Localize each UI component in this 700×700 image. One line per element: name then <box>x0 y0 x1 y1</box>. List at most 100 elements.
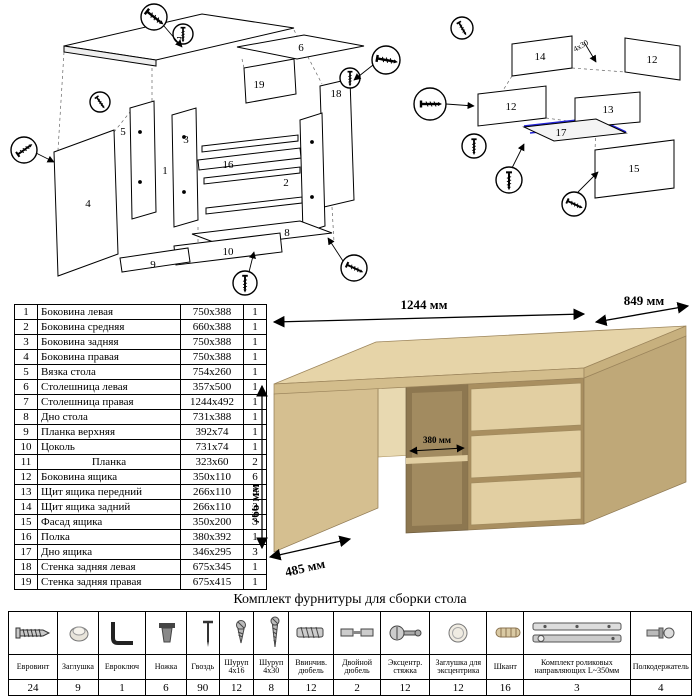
hardware-qty: 12 <box>380 679 431 696</box>
part-label-1: 1 <box>162 165 168 177</box>
parts-cell-num: 17 <box>14 544 38 560</box>
wood-dowel-icon <box>495 627 521 638</box>
parts-cell-name: Боковина средняя <box>37 319 181 335</box>
drawer-front-top[interactable] <box>470 382 582 432</box>
parts-cell-num: 7 <box>14 394 38 410</box>
parts-cell-name: Боковина левая <box>37 304 181 320</box>
part-label-5: 5 <box>120 126 126 138</box>
parts-cell-name: Цоколь <box>37 439 181 455</box>
part-label-7: 7 <box>176 35 182 47</box>
parts-cell-name: Столешница правая <box>37 394 181 410</box>
exploded-view-desk: 7 6 19 18 5 3 1 16 2 4 10 8 9 <box>10 3 401 296</box>
desk-shelf-niche <box>405 383 469 534</box>
dimension-front-label: 485 мм <box>284 556 327 580</box>
hardware-icon-cell <box>144 611 187 655</box>
part-label-4: 4 <box>85 198 91 210</box>
parts-cell-name: Боковина правая <box>37 349 181 365</box>
parts-cell-name: Боковина ящика <box>37 469 181 485</box>
hardware-qty: 1 <box>97 679 146 696</box>
parts-cell-name: Вязка стола <box>37 364 181 380</box>
desk-drawer-cabinet <box>467 335 687 531</box>
parts-cell-size: 750x388 <box>180 304 244 320</box>
parts-cell-size: 675x415 <box>180 574 244 590</box>
hardware-qty: 2 <box>333 679 382 696</box>
part-label-17: 17 <box>556 127 568 139</box>
foot-icon <box>158 623 175 643</box>
parts-cell-num: 19 <box>14 574 38 590</box>
parts-cell-num: 11 <box>14 454 38 470</box>
hardware-name: Комплект роликовых направляющих L~350мм <box>523 654 631 680</box>
part-label-10: 10 <box>223 246 235 258</box>
parts-cell-num: 5 <box>14 364 38 380</box>
parts-cell-size: 380x392 <box>180 529 244 545</box>
hardware-icon-cell <box>7 611 59 655</box>
screw-4x16-icon <box>235 620 246 644</box>
confirmat-screw-icon <box>15 627 51 639</box>
hardware-icon-cell <box>57 611 99 655</box>
callout-leaders <box>35 25 374 273</box>
parts-cell-num: 1 <box>14 304 38 320</box>
part-label-9: 9 <box>150 259 156 271</box>
hex-key-icon <box>110 622 133 645</box>
parts-cell-name: Планка <box>37 454 181 470</box>
dimension-shelf-label: 380 мм <box>423 435 451 445</box>
parts-cell-size: 357x500 <box>180 379 244 395</box>
drawer-front-bottom[interactable] <box>470 476 582 526</box>
desk-illustration: 1244 мм 849 мм 766 мм 485 мм 380 мм <box>252 293 690 580</box>
desk-top <box>273 325 687 395</box>
screw-in-dowel-icon <box>296 626 324 639</box>
parts-cell-name: Стенка задняя левая <box>37 559 181 575</box>
parts-cell-size: 323x60 <box>180 454 244 470</box>
hardware-icon-cell <box>429 611 488 655</box>
hardware-qty: 24 <box>7 679 59 696</box>
desk-shelf <box>406 455 468 464</box>
hardware-name: Двойной дюбель <box>333 654 382 680</box>
parts-cell-name: Фасад ящика <box>37 514 181 530</box>
hardware-qty: 6 <box>144 679 187 696</box>
parts-cell-num: 13 <box>14 484 38 500</box>
parts-cell-size: 350x200 <box>180 514 244 530</box>
parts-cell-size: 350x110 <box>180 469 244 485</box>
hardware-kit-title: Комплект фурнитуры для сборки стола <box>233 592 467 607</box>
callout-leaders <box>445 41 599 193</box>
dimension-depth-label: 849 мм <box>624 293 665 308</box>
parts-cell-name: Дно стола <box>37 409 181 425</box>
hardware-icon-cell <box>523 611 631 655</box>
part-label-16: 16 <box>223 159 235 171</box>
drawer-front-middle[interactable] <box>470 429 582 479</box>
hardware-qty: 90 <box>185 679 220 696</box>
part-label-8: 8 <box>284 227 290 239</box>
hardware-name: Гвоздь <box>185 654 220 680</box>
panels-line-art <box>477 35 681 199</box>
hardware-icon-cell <box>380 611 431 655</box>
hardware-qty: 12 <box>429 679 488 696</box>
hardware-name: Евроключ <box>97 654 146 680</box>
parts-cell-size: 266x110 <box>180 484 244 500</box>
parts-cell-size: 731x74 <box>180 439 244 455</box>
parts-cell-num: 9 <box>14 424 38 440</box>
hardware-icon-cell <box>333 611 382 655</box>
hardware-name: Шуруп 4x16 <box>218 654 255 680</box>
hardware-name: Заглушка для эксцентрика <box>429 654 488 680</box>
part-label-12a: 12 <box>647 54 658 66</box>
cap-icon <box>69 626 89 642</box>
hardware-qty: 12 <box>218 679 255 696</box>
hardware-name: Ввинчив. дюбель <box>288 654 335 680</box>
panels-line-art <box>53 13 365 277</box>
hardware-name: Шкант <box>486 654 525 680</box>
part-label-12b: 12 <box>506 101 517 113</box>
parts-cell-num: 18 <box>14 559 38 575</box>
parts-cell-num: 8 <box>14 409 38 425</box>
hardware-qty: 8 <box>253 679 290 696</box>
